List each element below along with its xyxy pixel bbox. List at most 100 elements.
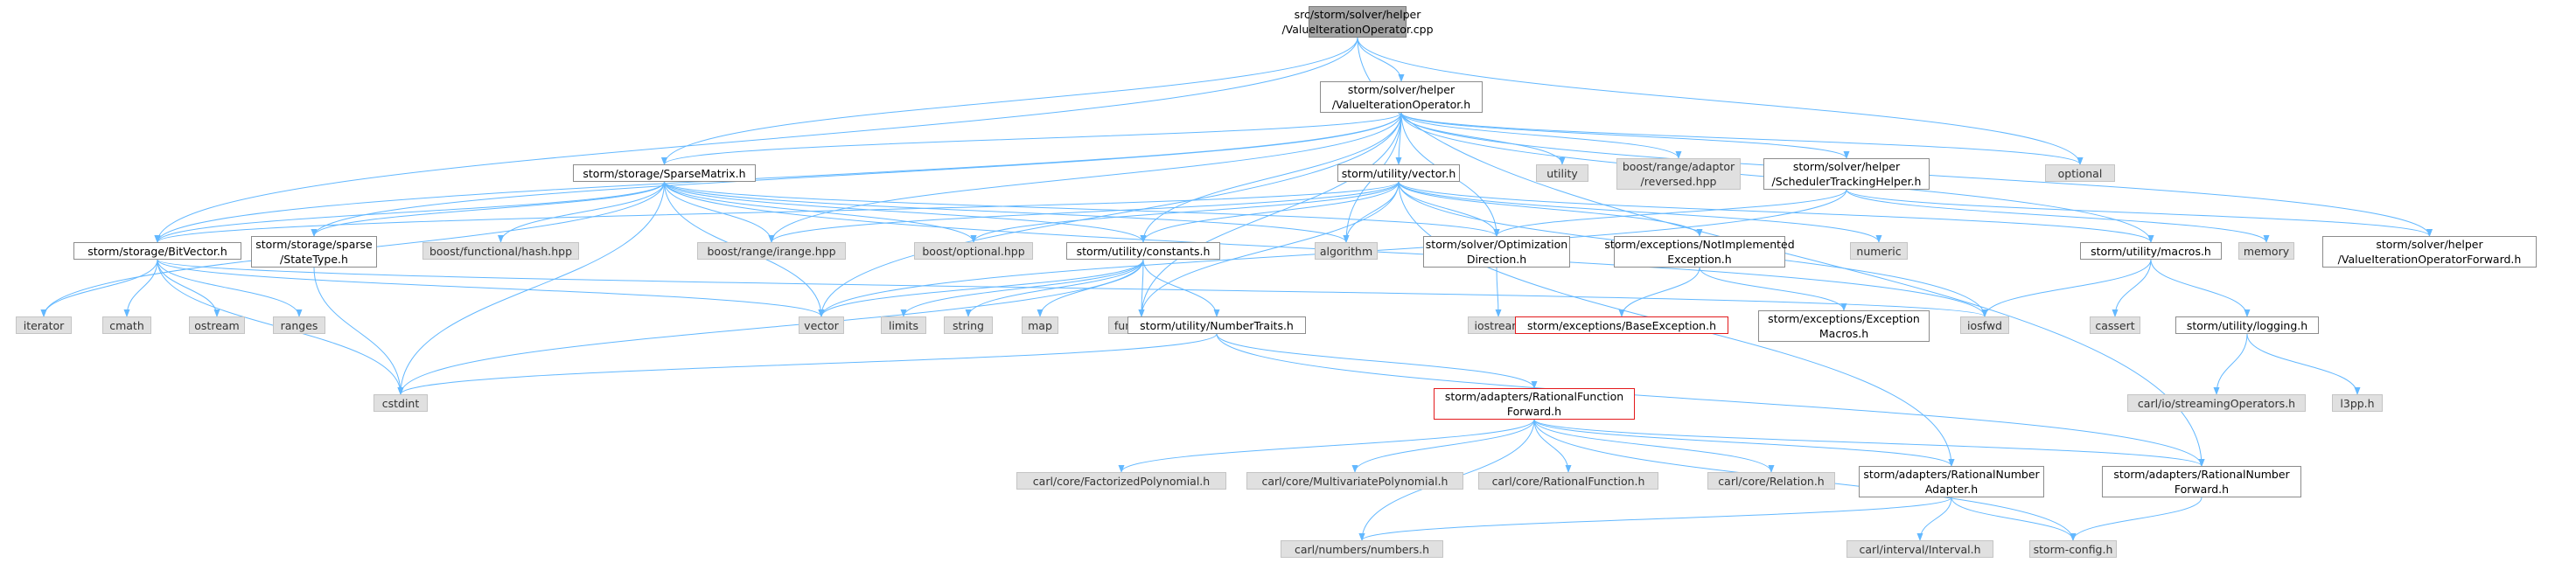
edge-bitvector-to-iterator (40, 259, 158, 317)
edge-constants-to-vector (818, 259, 1144, 317)
edge-numtraits-to-ratnumfwd (1216, 333, 2205, 467)
node-label-line: map (1028, 318, 1052, 332)
node-label-line: storm/utility/constants.h (1076, 244, 1211, 258)
edge-logging-to-streamops (2213, 333, 2248, 395)
edge-optdir-to-iostream (1495, 267, 1502, 317)
node-label-line: storm/exceptions/Exception (1768, 312, 1920, 325)
node-iosfwd: iosfwd (1960, 316, 2009, 334)
edge-ratnumadapter-to-numbers (1358, 497, 1952, 541)
node-label-line: carl/core/FactorizedPolynomial.h (1032, 474, 1211, 488)
edge-bitvector-to-cmath (123, 259, 158, 317)
edge-macros-to-logging (2150, 259, 2251, 317)
node-label-line: src/storm/solver/helper (1294, 8, 1421, 21)
edge-root-to-optional (1357, 37, 2084, 165)
node-label-line: Forward.h (1506, 405, 1562, 418)
node-irange: boost/range/irange.hpp (697, 242, 846, 260)
node-constants[interactable]: storm/utility/constants.h (1066, 242, 1220, 260)
edge-utility_vector-to-functional (1138, 181, 1400, 317)
node-cmath: cmath (102, 316, 151, 334)
node-label-line: boost/range/irange.hpp (707, 244, 836, 258)
edge-ratfuncfwd-to-ratfunc (1533, 419, 1572, 473)
edge-ratnumadapter-to-stormconfig (1951, 497, 2077, 541)
node-vio_h[interactable]: storm/solver/helper/ValueIterationOperat… (1320, 81, 1483, 113)
node-algorithm: algorithm (1315, 242, 1378, 260)
node-label-line: iostream (1474, 318, 1523, 332)
node-label-line: cassert (2095, 318, 2135, 332)
node-label-line: storm/adapters/RationalNumber (1863, 468, 2040, 481)
node-viofwd[interactable]: storm/solver/helper/ValueIterationOperat… (2322, 236, 2537, 268)
edge-numtraits-to-cstdint (397, 333, 1218, 395)
node-label-line: Exception.h (1667, 253, 1732, 266)
node-label-line: carl/interval/Interval.h (1859, 542, 1981, 556)
edge-ratfuncfwd-to-ratnumfwd (1533, 419, 2205, 467)
edge-vio_h-to-vector (818, 112, 1402, 317)
edge-sparse-to-algorithm (664, 181, 1350, 243)
node-root: src/storm/solver/helper/ValueIterationOp… (1281, 6, 1434, 38)
node-label-line: storm/solver/Optimization (1425, 238, 1568, 251)
node-stormconfig: storm-config.h (2029, 540, 2117, 558)
node-sparse[interactable]: storm/storage/SparseMatrix.h (573, 164, 756, 182)
node-label-line: /reversed.hpp (1640, 175, 1717, 188)
node-label-line: storm/exceptions/NotImplemented (1604, 238, 1795, 251)
node-ratfunc: carl/core/RationalFunction.h (1478, 472, 1658, 490)
edge-bitvector-to-ostream (157, 259, 220, 317)
edge-root-to-bitvector (154, 37, 1358, 243)
edge-sparse-to-cstdint (397, 181, 665, 395)
node-label-line: l3pp.h (2340, 396, 2375, 410)
node-label-line: boost/optional.hpp (922, 244, 1025, 258)
node-interval: carl/interval/Interval.h (1846, 540, 1993, 558)
edge-numtraits-to-ratfuncfwd (1216, 333, 1538, 389)
node-label-line: carl/numbers/numbers.h (1294, 542, 1430, 556)
node-label-line: memory (2243, 244, 2290, 258)
edge-utility_vector-to-notimpl (1398, 181, 1703, 237)
node-label-line: storm/adapters/RationalNumber (2113, 468, 2290, 481)
node-label-line: storm/utility/macros.h (2091, 244, 2211, 258)
node-numbers: carl/numbers/numbers.h (1281, 540, 1443, 558)
node-multipoly: carl/core/MultivariatePolynomial.h (1246, 472, 1463, 490)
node-label-line: carl/io/streamingOperators.h (2137, 396, 2296, 410)
node-label-line: algorithm (1319, 244, 1373, 258)
node-label-line: Direction.h (1466, 253, 1527, 266)
node-label-line: cmath (109, 318, 144, 332)
edge-sparse-to-constants (664, 181, 1147, 243)
node-label-line: storm/solver/helper (1347, 83, 1456, 96)
edge-bitvector-to-iosfwd (157, 259, 1987, 317)
node-utility_vector[interactable]: storm/utility/vector.h (1337, 164, 1460, 182)
node-macros[interactable]: storm/utility/macros.h (2080, 242, 2222, 260)
edge-utility_vector-to-boostopt (970, 181, 1400, 243)
node-logging[interactable]: storm/utility/logging.h (2175, 316, 2319, 334)
node-label-line: cstdint (381, 396, 420, 410)
edge-constants-to-functional (1138, 259, 1145, 317)
edge-vio_h-to-statetype (311, 112, 1402, 237)
edge-bitvector-to-ranges (157, 259, 303, 317)
edge-notimpl-to-baseexc (1618, 267, 1700, 317)
node-label-line: carl/core/MultivariatePolynomial.h (1261, 474, 1449, 488)
edge-utility_vector-to-numeric (1398, 181, 1882, 243)
node-bitvector[interactable]: storm/storage/BitVector.h (73, 242, 241, 260)
node-label-line: ranges (280, 318, 318, 332)
node-label-line: string (953, 318, 984, 332)
node-sched[interactable]: storm/solver/helper/SchedulerTrackingHel… (1763, 158, 1930, 190)
node-label-line: storm/solver/helper (2376, 238, 2483, 251)
node-label-line: /StateType.h (280, 253, 348, 266)
node-statetype[interactable]: storm/storage/sparse/StateType.h (251, 236, 377, 268)
node-numtraits[interactable]: storm/utility/NumberTraits.h (1127, 316, 1306, 334)
node-iterator: iterator (16, 316, 72, 334)
edge-root-to-vio_h (1357, 37, 1405, 82)
node-baseexc[interactable]: storm/exceptions/BaseException.h (1515, 316, 1728, 334)
edge-sched-to-memory (1846, 189, 2270, 243)
node-cassert: cassert (2090, 316, 2140, 334)
edge-vio_h-to-sched (1400, 112, 1850, 159)
edge-root-to-sparse (661, 37, 1358, 165)
edge-vio_h-to-optional (1400, 112, 2084, 165)
node-label-line: carl/core/Relation.h (1718, 474, 1825, 488)
node-streamops: carl/io/streamingOperators.h (2127, 394, 2306, 412)
